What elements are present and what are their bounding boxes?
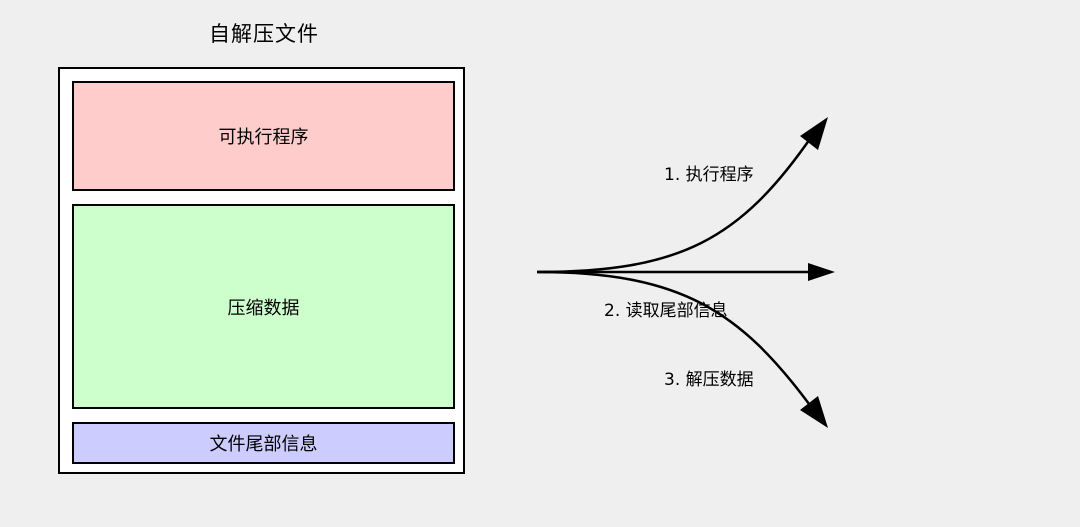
executable-block: 可执行程序: [72, 81, 455, 191]
arrow-decompress: [536, 270, 814, 409]
diagram-title: 自解压文件: [209, 22, 319, 46]
compressed-data-block: 压缩数据: [72, 204, 455, 409]
file-tail-block: 文件尾部信息: [72, 422, 455, 464]
arrow-execute-head: [800, 117, 828, 150]
arrow-read-tail-head: [808, 263, 835, 281]
executable-label: 可执行程序: [218, 127, 309, 148]
file-tail-label: 文件尾部信息: [209, 434, 318, 455]
arrow-decompress-head: [800, 396, 828, 428]
step1-label: 1. 执行程序: [664, 165, 754, 185]
step2-label: 2. 读取尾部信息: [604, 301, 728, 321]
step3-label: 3. 解压数据: [664, 370, 754, 390]
compressed-data-label: 压缩数据: [227, 297, 300, 319]
arrow-execute: [536, 135, 814, 274]
